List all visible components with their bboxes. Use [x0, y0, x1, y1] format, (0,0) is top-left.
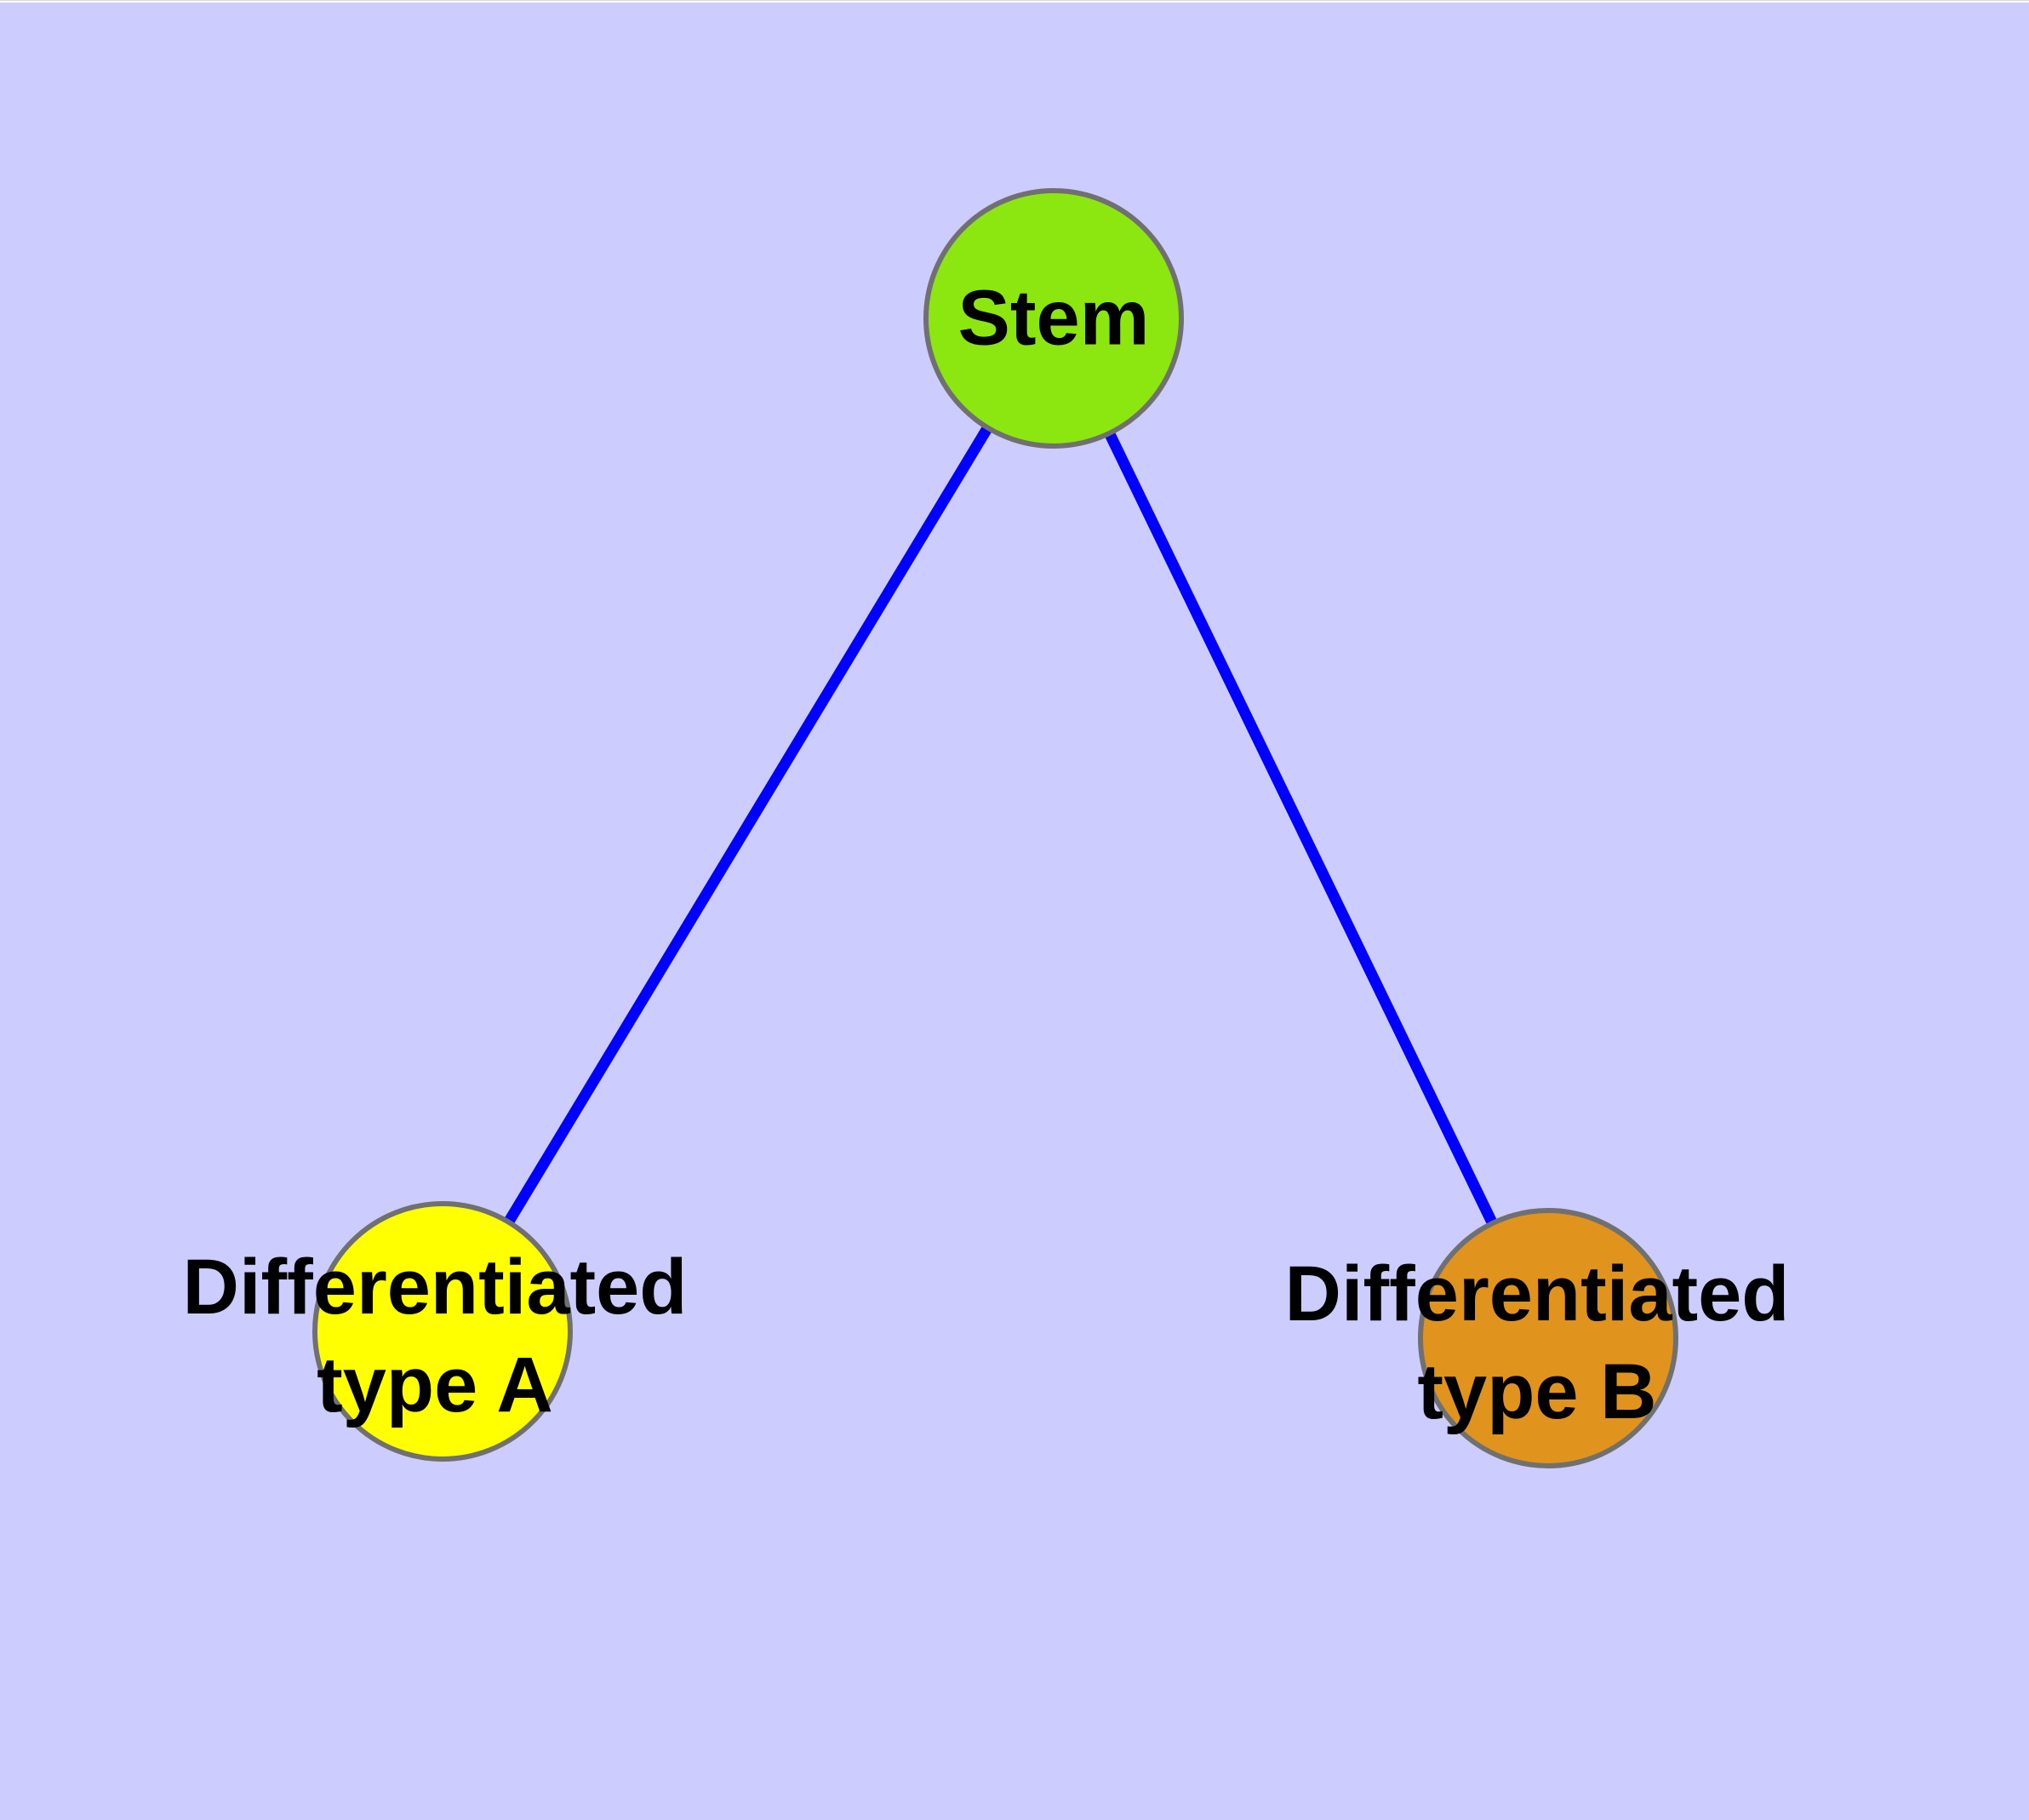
type-b-node-label: Differentiated type B — [1285, 1245, 1790, 1441]
top-white-margin — [0, 0, 2029, 3]
edge-stem-type-a — [437, 315, 1059, 1335]
stem-node-circle — [923, 188, 1184, 449]
type-a-label-line2: type A — [317, 1342, 553, 1428]
type-b-label-line1: Differentiated — [1284, 1251, 1790, 1337]
edge-stem-type-b — [1049, 316, 1553, 1341]
stem-node-label: Stem — [957, 274, 1150, 362]
type-b-label-line2: type B — [1417, 1348, 1657, 1435]
type-a-node-circle — [312, 1201, 573, 1462]
type-a-node-label: Differentiated type A — [183, 1239, 688, 1434]
type-b-node-circle — [1418, 1208, 1678, 1468]
type-a-label-line1: Differentiated — [182, 1244, 688, 1331]
